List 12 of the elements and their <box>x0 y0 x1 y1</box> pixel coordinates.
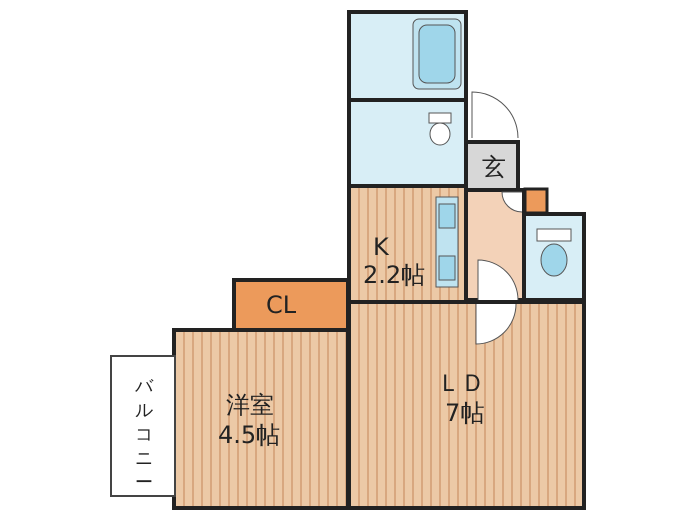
room-label: バルコニー <box>134 375 154 495</box>
room-label: 玄 <box>482 154 506 180</box>
bedroom-room <box>172 328 350 510</box>
area-label: 7帖 <box>445 400 484 426</box>
room-label: K <box>373 234 389 260</box>
room-label: CL <box>266 292 296 318</box>
area-label: 2.2帖 <box>363 262 426 288</box>
room-label: 洋室 <box>226 392 274 418</box>
room-label: ＬＤ <box>437 370 485 396</box>
balcony <box>110 355 176 497</box>
area-label: 4.5帖 <box>218 422 280 448</box>
living-dining-room <box>347 300 586 510</box>
